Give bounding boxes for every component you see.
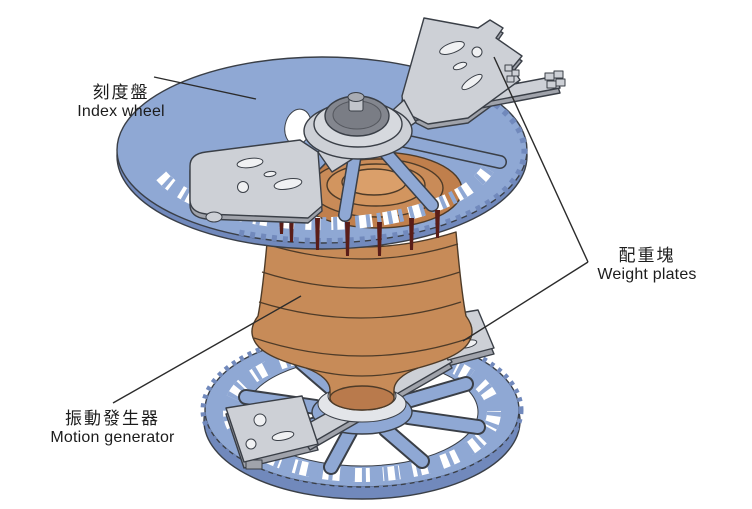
weight-plate-upper-arm	[401, 17, 523, 125]
label-weight-plates: 配重塊 Weight plates	[572, 246, 722, 284]
label-motion-generator: 振動發生器 Motion generator	[30, 409, 195, 447]
label-index-wheel-en: Index wheel	[77, 102, 165, 120]
leader-lines	[112, 56, 589, 404]
label-weight-plates-zh: 配重塊	[618, 246, 676, 265]
label-weight-plates-en: Weight plates	[597, 265, 697, 283]
top-weight-plates	[189, 17, 566, 224]
top-ring-detail	[150, 108, 507, 231]
leader-weight-plates-top	[493, 56, 589, 263]
label-motion-generator-zh: 振動發生器	[65, 409, 160, 428]
leader-motion-generator	[112, 295, 302, 404]
motion-generator-body	[251, 231, 473, 411]
label-index-wheel: 刻度盤 Index wheel	[42, 83, 200, 121]
label-motion-generator-en: Motion generator	[50, 428, 175, 446]
label-index-wheel-zh: 刻度盤	[92, 83, 150, 102]
leader-weight-plates-bottom	[462, 261, 589, 342]
leader-index-wheel	[153, 76, 257, 100]
weight-plate-lower-arm	[189, 139, 323, 219]
